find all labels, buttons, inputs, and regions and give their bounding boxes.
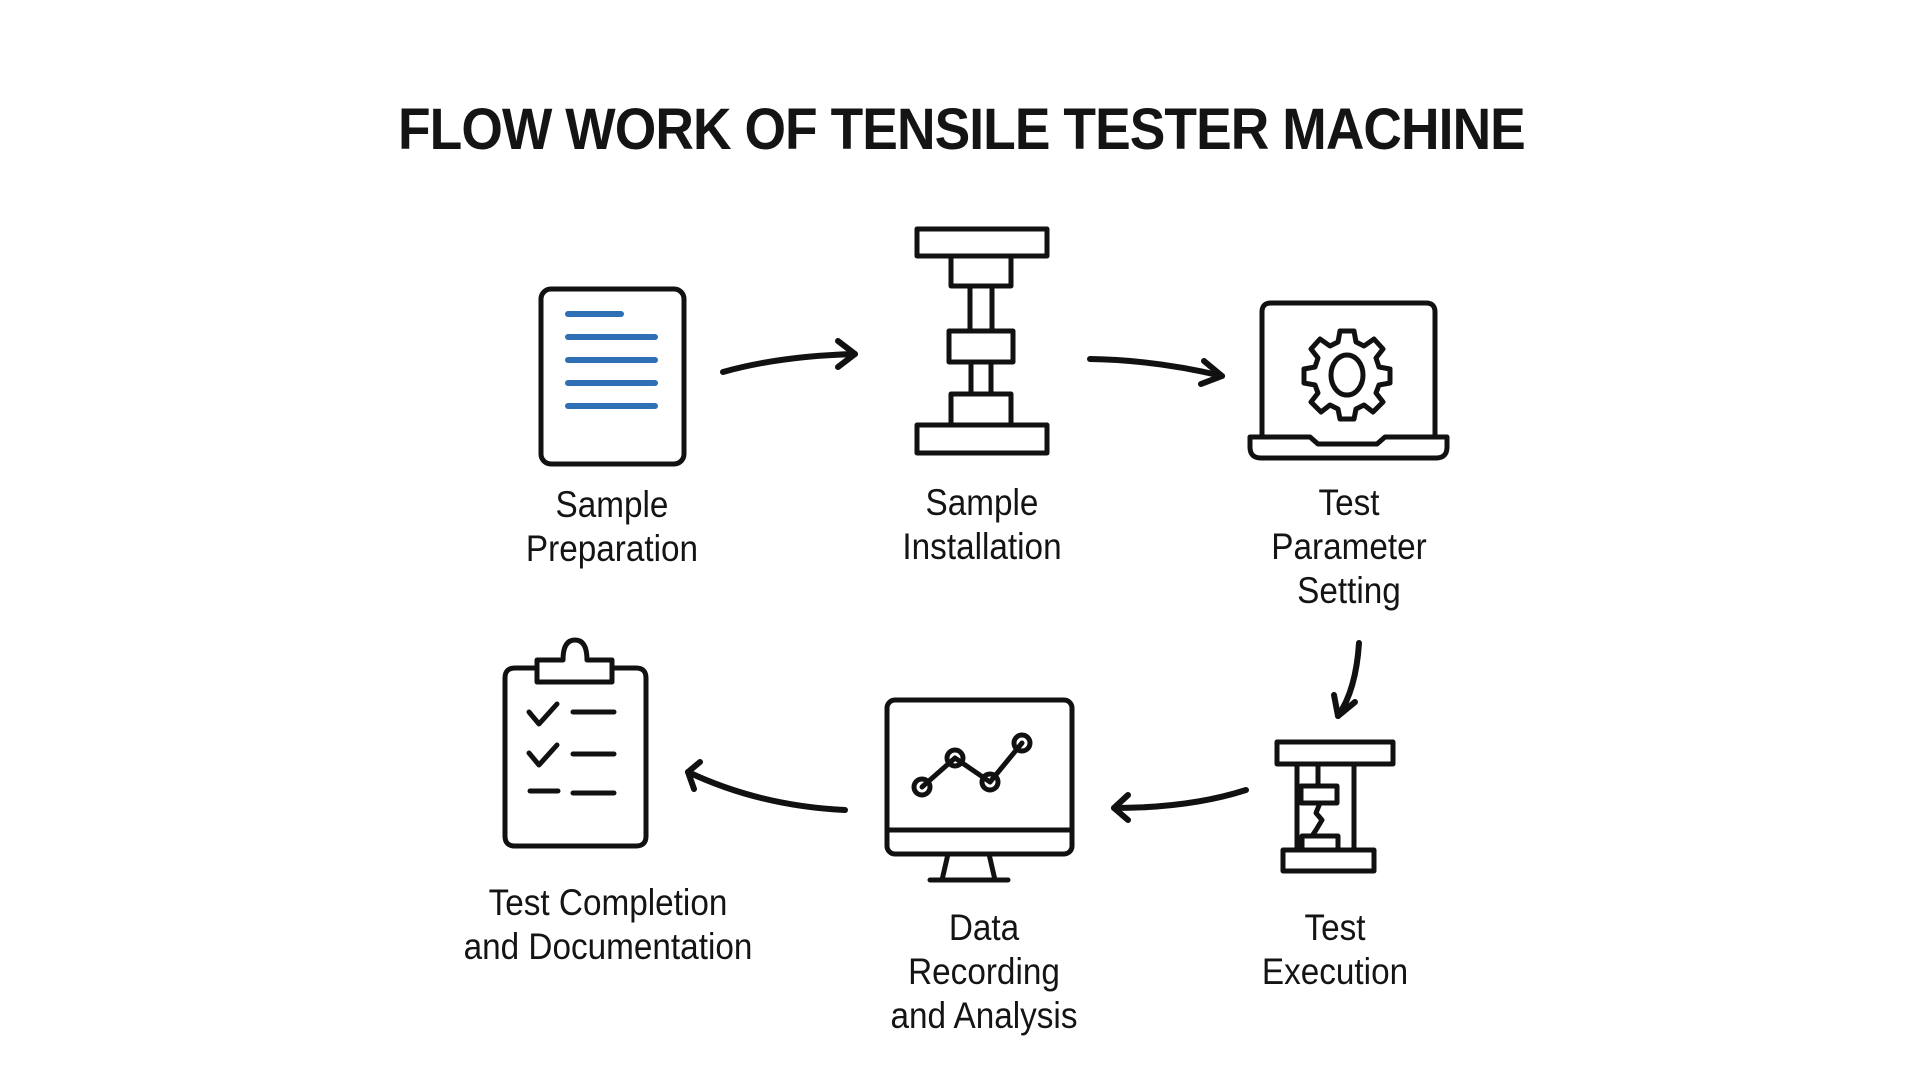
step-label-sample-preparation: Sample Preparation	[525, 484, 699, 569]
flow-arrow-5-to-6	[685, 759, 848, 813]
flow-arrow-1-to-2	[720, 338, 858, 375]
tensile-tester-icon	[1274, 739, 1396, 874]
step-label-sample-installation: Sample Installation	[902, 482, 1062, 567]
laptop-gear-icon	[1247, 300, 1450, 461]
clipboard-checklist-icon	[502, 637, 649, 849]
monitor-chart-icon	[884, 697, 1075, 883]
tensile-frame-icon	[914, 226, 1050, 456]
step-label-test-completion: Test Completion and Documentation	[463, 882, 753, 967]
document-icon	[538, 286, 687, 467]
step-label-data-recording: Data Recording and Analysis	[890, 907, 1078, 1036]
chart-line	[911, 732, 1033, 798]
flow-arrow-4-to-5	[1111, 787, 1249, 823]
flow-arrow-3-to-4	[1331, 640, 1362, 719]
diagram-title: FLOW WORK OF TENSILE TESTER MACHINE	[398, 97, 1526, 162]
step-label-test-parameter-setting: Test Parameter Setting	[1271, 482, 1427, 611]
step-label-test-execution: Test Execution	[1261, 907, 1409, 992]
gear-icon	[1301, 328, 1393, 422]
flow-arrow-2-to-3	[1087, 356, 1225, 387]
document-text-lines	[565, 311, 658, 409]
